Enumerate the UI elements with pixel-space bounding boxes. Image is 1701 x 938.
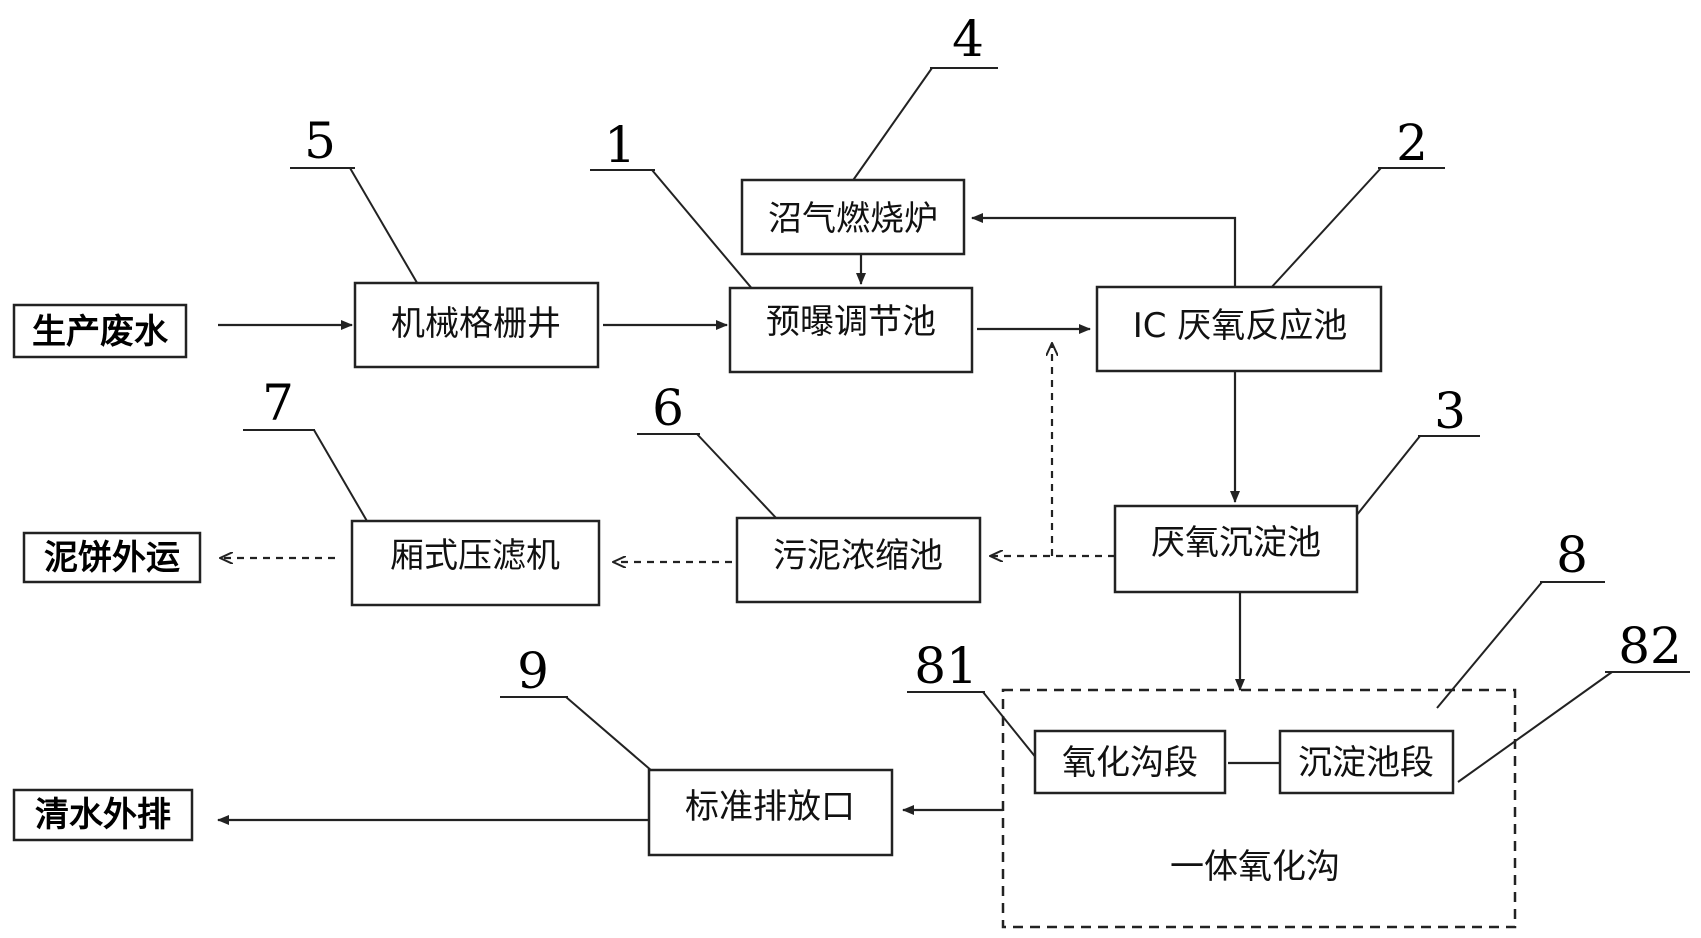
filter-press-label: 厢式压滤机	[390, 536, 560, 576]
sludge-thickener-label: 污泥浓缩池	[773, 536, 943, 576]
ref-number-8: 8	[1556, 526, 1588, 584]
screen-well-box	[353, 281, 600, 369]
ref-number-82: 82	[1618, 617, 1682, 675]
biogas-burner-label: 沼气燃烧炉	[768, 199, 938, 239]
integrated-ditch-outline	[1001, 688, 1517, 929]
settling-section-label: 沉淀池段	[1298, 743, 1434, 783]
output-clear-water-label: 清水外排	[35, 795, 171, 835]
discharge-outlet-box	[647, 768, 894, 857]
filter-press-box	[350, 519, 601, 607]
ref-number-81: 81	[914, 637, 978, 695]
ref-number-6: 6	[652, 379, 684, 437]
pre-aeration-label: 预曝调节池	[766, 302, 936, 342]
leader-82	[1457, 671, 1613, 783]
ic-reactor-box	[1095, 285, 1383, 373]
discharge-outlet-label: 标准排放口	[685, 787, 855, 827]
settling-section-box	[1278, 729, 1455, 795]
sludge-thickener-box	[735, 516, 982, 604]
arrow-ic-to-burner	[971, 213, 1237, 287]
pre-aeration-box	[728, 286, 974, 374]
integrated-ditch-label: 一体氧化沟	[1170, 847, 1340, 887]
leader-8	[1436, 581, 1543, 709]
screen-well-label: 机械格栅井	[391, 304, 561, 344]
leader-2	[1257, 167, 1382, 303]
ref-number-1: 1	[604, 116, 636, 174]
ref-number-3: 3	[1434, 382, 1466, 440]
input-wastewater-box	[12, 303, 188, 359]
ref-number-7: 7	[262, 374, 294, 432]
output-sludge-cake-box	[22, 531, 202, 584]
oxidation-section-label: 氧化沟段	[1062, 743, 1198, 783]
anaerobic-settling-box	[1113, 504, 1359, 594]
ref-number-5: 5	[304, 112, 336, 170]
output-clear-water-box	[12, 788, 194, 842]
input-wastewater-label: 生产废水	[32, 312, 169, 352]
leader-6	[696, 433, 779, 521]
leader-1	[651, 169, 771, 311]
oxidation-section-box	[1033, 729, 1227, 795]
biogas-burner-box	[740, 178, 966, 256]
ref-number-4: 4	[952, 10, 984, 68]
ic-reactor-label: IC 厌氧反应池	[1133, 306, 1348, 346]
ref-number-9: 9	[517, 642, 549, 700]
ref-number-2: 2	[1396, 114, 1428, 172]
output-sludge-cake-label: 泥饼外运	[44, 538, 180, 578]
anaerobic-settling-label: 厌氧沉淀池	[1151, 523, 1321, 563]
